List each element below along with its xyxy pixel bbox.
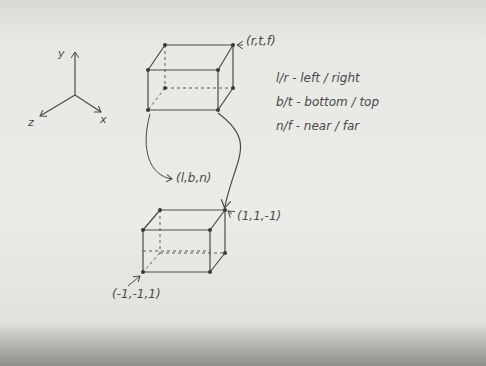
corner-coordinate: (1,1,-1) (237, 210, 281, 223)
leader-lines (128, 45, 243, 286)
corner-coordinate: (l,b,n) (176, 172, 212, 185)
note-text: l/r - left / right (276, 72, 360, 85)
cube-box: (r,t,f)(l,b,n) (146, 43, 236, 113)
cube-outline (146, 43, 236, 113)
axis-label: z (28, 117, 34, 129)
axis-label: y (58, 48, 65, 60)
axes (40, 52, 101, 116)
axis-label: x (100, 114, 107, 126)
cube-box: (1,1,-1)(-1,-1,1) (141, 208, 229, 274)
note-text: n/f - near / far (276, 120, 359, 133)
note-text: b/t - bottom / top (276, 96, 379, 109)
transform-arrow (218, 113, 241, 208)
corner-coordinate: (-1,-1,1) (112, 288, 161, 301)
corner-coordinate: (r,t,f) (246, 35, 276, 48)
cube-outline (141, 208, 229, 274)
